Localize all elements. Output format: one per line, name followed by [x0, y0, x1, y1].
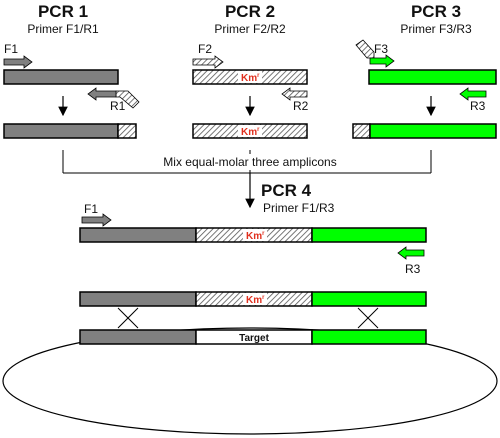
pcr1-template: F1 R1	[3, 42, 140, 113]
primer-f1-label: F1	[84, 202, 98, 216]
pcr1-title: PCR 1	[38, 2, 88, 21]
chromosome-locus: Target	[79, 329, 427, 345]
primer-r1-label: R1	[110, 99, 126, 113]
km-marker-label: Kmr	[241, 73, 260, 84]
primer-f3-label: F3	[374, 42, 388, 56]
pcr3-template-bar	[368, 69, 497, 85]
pcr1-amplicon	[3, 123, 137, 139]
target-label: Target	[239, 333, 269, 344]
crossover-left	[117, 307, 139, 329]
mix-bracket: Mix equal-molar three amplicons	[62, 150, 432, 209]
primer-r2-label: R2	[293, 99, 309, 113]
primer-f1-label: F1	[4, 42, 18, 56]
pcr2-amplicon: Kmr	[192, 123, 308, 139]
primer-f2-label: F2	[198, 42, 212, 56]
linear-cassette: Kmr	[79, 291, 427, 307]
primer-f1-arrow	[3, 55, 33, 69]
km-label-bg	[238, 71, 262, 83]
pcr4-primers: Primer F1/R3	[263, 201, 335, 215]
pcr1-primers: Primer F1/R1	[27, 22, 99, 36]
pcr3-title: PCR 3	[411, 2, 461, 21]
km-marker-label: Kmr	[246, 295, 265, 306]
chromosome-circle	[2, 327, 498, 435]
primer-r3-arrow	[397, 246, 425, 260]
pcr4-product: F1 Kmr R3	[79, 202, 427, 276]
primer-f3-tail	[355, 39, 375, 59]
primer-f2-arrow	[192, 55, 224, 69]
primer-f1-arrow	[81, 213, 112, 227]
primer-r3-arrow	[459, 87, 487, 101]
primer-r3-label: R3	[405, 262, 421, 276]
pcr2-title: PCR 2	[225, 2, 275, 21]
km-marker-label: Kmr	[241, 127, 260, 138]
crossover-right	[357, 307, 379, 329]
pcr1-template-bar	[3, 69, 119, 85]
pcr4-title: PCR 4	[261, 181, 312, 200]
pcr3-amplicon	[352, 123, 497, 139]
pcr3-template: F3 R3	[355, 39, 497, 113]
km-marker-label: Kmr	[246, 231, 265, 242]
pcr2-template: F2 Kmr R2	[192, 42, 309, 113]
primer-r1-arrow	[87, 87, 117, 101]
pcr2-primers: Primer F2/R2	[214, 22, 286, 36]
mix-label: Mix equal-molar three amplicons	[163, 155, 336, 169]
pcr3-primers: Primer F3/R3	[400, 22, 472, 36]
primer-r3-label: R3	[470, 99, 486, 113]
primer-r2-arrow	[281, 87, 308, 101]
primer-f3-arrow	[369, 54, 395, 68]
